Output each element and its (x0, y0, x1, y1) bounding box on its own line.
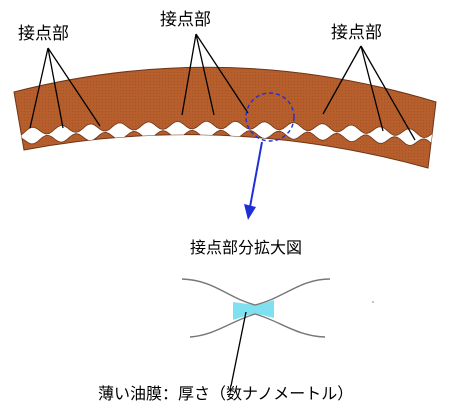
magnify-arrow (244, 141, 263, 220)
enlarged-view-title: 接点部分拡大図 (190, 238, 303, 257)
oil-film-leader (230, 311, 247, 387)
oil-film-caption: 薄い油膜：厚さ（数ナノメートル） (98, 384, 354, 403)
leader-lines (29, 33, 416, 141)
oil-film-fill (233, 300, 274, 320)
enlarged-contact-view (181, 278, 374, 387)
leader-mid (181, 33, 249, 116)
leader-left (29, 47, 101, 129)
contact-label-left: 接点部 (18, 24, 69, 44)
leader-right (322, 45, 416, 141)
magnifier-circle (245, 92, 295, 142)
upper-surface-band (13, 66, 437, 169)
upper-surface-curve (181, 278, 331, 306)
contact-label-middle: 接点部 (160, 10, 211, 30)
small-dot (372, 301, 374, 303)
lower-surface-curve (189, 313, 326, 338)
contact-label-right: 接点部 (331, 23, 382, 43)
